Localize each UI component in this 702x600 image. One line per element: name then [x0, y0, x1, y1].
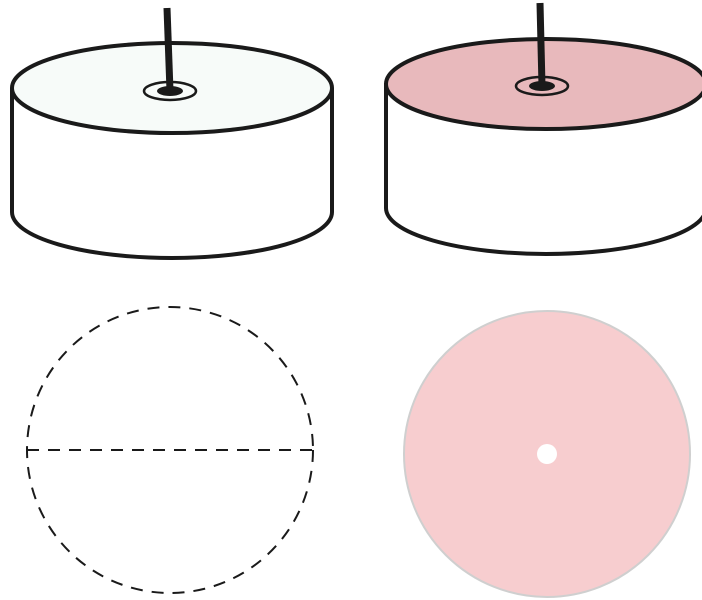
tealight-pink [386, 3, 702, 254]
pink-wax-disc [404, 311, 690, 597]
tealight-pink-wick [540, 3, 542, 86]
dashed-circle-template [27, 307, 313, 593]
tealight-plain [12, 8, 332, 258]
tealight-plain-wick [167, 8, 170, 91]
pink-wax-disc-hole [537, 444, 557, 464]
